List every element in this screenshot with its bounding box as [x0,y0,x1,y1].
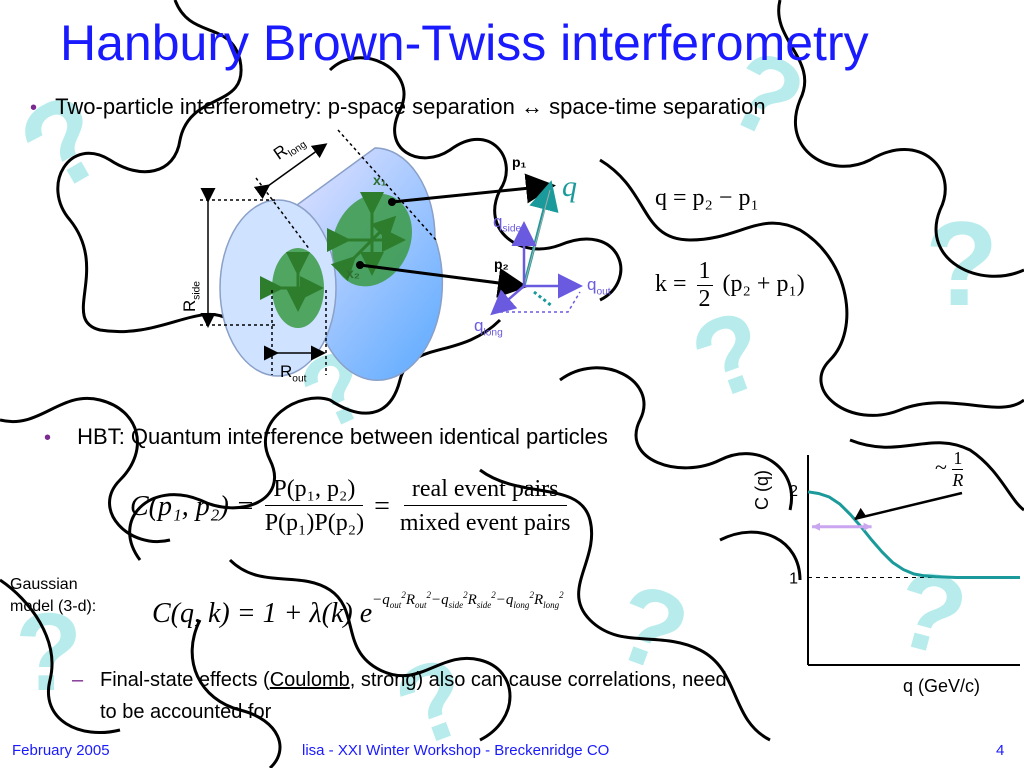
slide-title: Hanbury Brown-Twiss interferometry [60,15,869,71]
chart-ylabel: C (q) [752,470,772,510]
dash-bullet-icon: – [72,669,84,691]
r-side-label: Rside [180,281,203,312]
chart-pointer-arrow [854,491,963,521]
p1-vector [391,173,556,204]
gaussian-model-equation: C(q, k) = 1 + λ(k) e−qout2Rout2−qside2Rs… [152,590,564,629]
q-definition: q = p₂ − p₁ [655,185,759,211]
correlation-definition: C(p₁, p₂) = P(p₁, p₂) P(p₁)P(p₂) = real … [130,476,571,536]
bullet-hbt: • HBT: Quantum interference between iden… [44,424,608,450]
x1-label: x₁ [373,172,387,188]
question-mark-icon: ? [925,197,998,331]
chart-width-arrowhead-left [812,522,820,531]
coulomb-link[interactable]: Coulomb [269,669,350,691]
subbullet-final-state: – Final-state effects (Coulomb, strong) … [72,664,740,728]
q-long-label: qlong [474,316,503,339]
bullet-text: HBT: Quantum interference between identi… [77,424,608,449]
ratio-numerator: P(p₁, p₂) [265,476,364,506]
p2-label: p₂ [494,256,509,272]
question-mark-icon: ? [0,66,129,219]
p1-label: p₁ [512,154,527,170]
bullet-dot-icon: • [44,427,52,449]
footer-title: lisa - XXI Winter Workshop - Breckenridg… [302,742,610,759]
footer-page-number: 4 [996,742,1005,759]
chart-y-tick-label: 2 [789,483,798,500]
footer-date: February 2005 [12,742,110,759]
pairs-numerator: real event pairs [403,476,567,506]
chart-width-arrowhead-right [863,522,872,531]
bullet-momentum-space: • Two-particle interferometry: p-space s… [30,94,766,120]
q-side-label: qside [493,212,522,235]
r-out-label: Rout [280,362,307,385]
pairs-denominator: mixed event pairs [399,510,571,536]
chart-y-tick-label: 1 [789,571,798,588]
x2-label: x₂ [346,265,361,281]
chart-series-line [807,490,1020,579]
q-out-label: qout [587,275,611,298]
p2-vector [359,263,528,298]
ratio-denominator: P(p₁)P(p₂) [264,510,365,536]
k-definition: k = 1 2 (p₂ + p₁) [655,258,805,312]
bullet-dot-icon: • [30,97,38,119]
gaussian-model-label: Gaussian model (3-d): [10,576,97,615]
correlation-chart: 21 [789,455,1020,666]
source-diagram [200,129,583,382]
bullet-text: Two-particle interferometry: p-space sep… [55,94,766,119]
chart-pointer-arrowhead [854,507,867,519]
chart-xlabel: q (GeV/c) [903,676,981,696]
q-vector-label: q [562,170,577,203]
approx-inverse-r: ~ 1 R [935,448,964,490]
